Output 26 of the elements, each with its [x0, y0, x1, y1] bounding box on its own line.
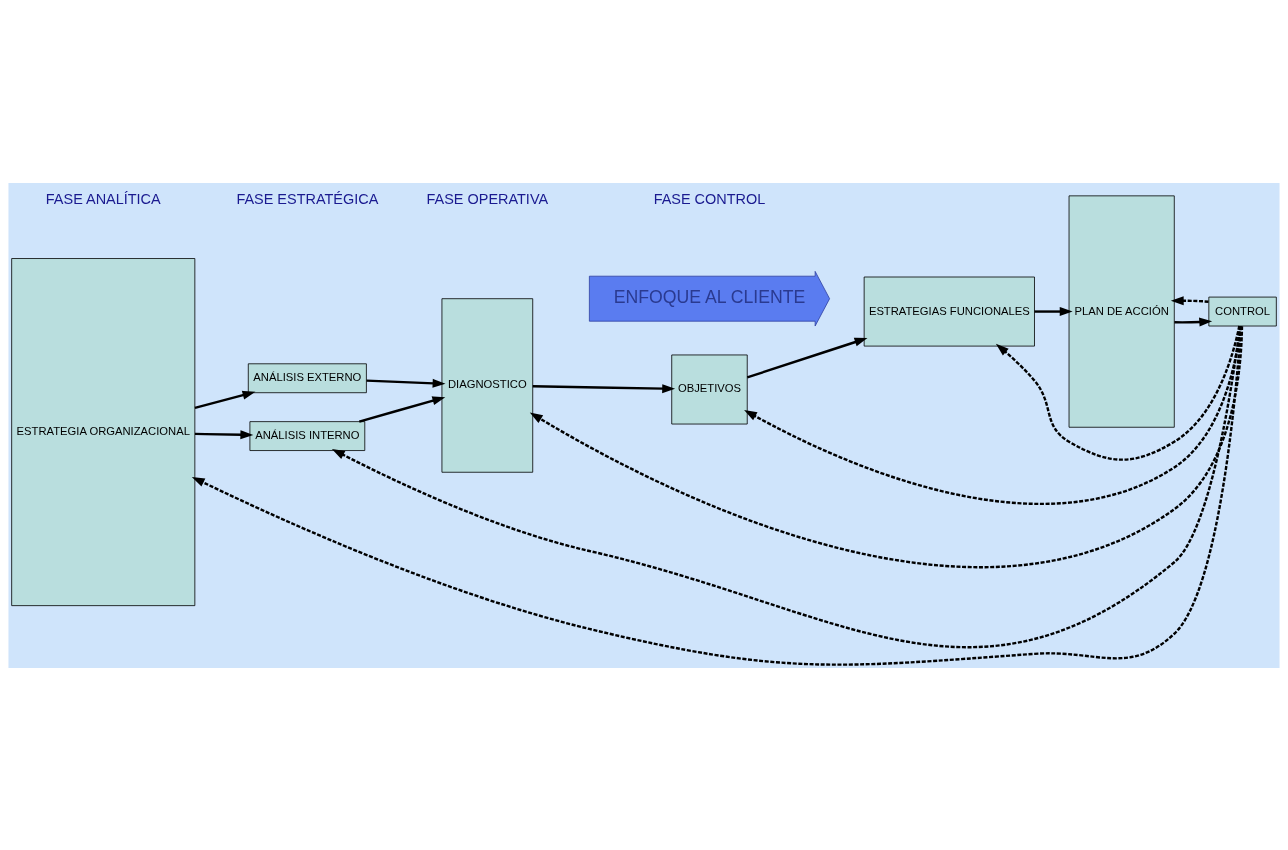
- arrow: [191, 325, 1243, 666]
- node-box: ANÁLISIS INTERNO: [249, 420, 366, 451]
- node-box: OBJETIVOS: [671, 354, 748, 424]
- arrow: [331, 325, 1242, 648]
- arrow: [366, 378, 446, 388]
- node-box: ESTRATEGIA ORGANIZACIONAL: [11, 257, 196, 606]
- arrow: [744, 325, 1242, 505]
- arrow: [529, 325, 1244, 567]
- arrow: [358, 395, 446, 423]
- label: FASE OPERATIVA: [426, 190, 549, 207]
- arrow: [1174, 317, 1213, 326]
- node-box: DIAGNOSTICO: [441, 297, 534, 473]
- node-box: CONTROL: [1208, 296, 1277, 326]
- node-box: ESTRATEGIAS FUNCIONALES: [863, 276, 1035, 346]
- arrow: [532, 383, 676, 393]
- node-box: PLAN DE ACCIÓN: [1068, 194, 1175, 428]
- arrow: [746, 337, 868, 379]
- arrow: [1034, 306, 1073, 316]
- arrow: [995, 325, 1241, 461]
- label: FASE ESTRATÉGICA: [236, 190, 379, 207]
- node-box: ANÁLISIS EXTERNO: [247, 362, 367, 393]
- label: FASE ANALÍTICA: [45, 190, 161, 207]
- arrow: [194, 429, 254, 439]
- arrow: [194, 390, 256, 409]
- arrow: [1170, 295, 1209, 305]
- label: FASE CONTROL: [653, 190, 766, 207]
